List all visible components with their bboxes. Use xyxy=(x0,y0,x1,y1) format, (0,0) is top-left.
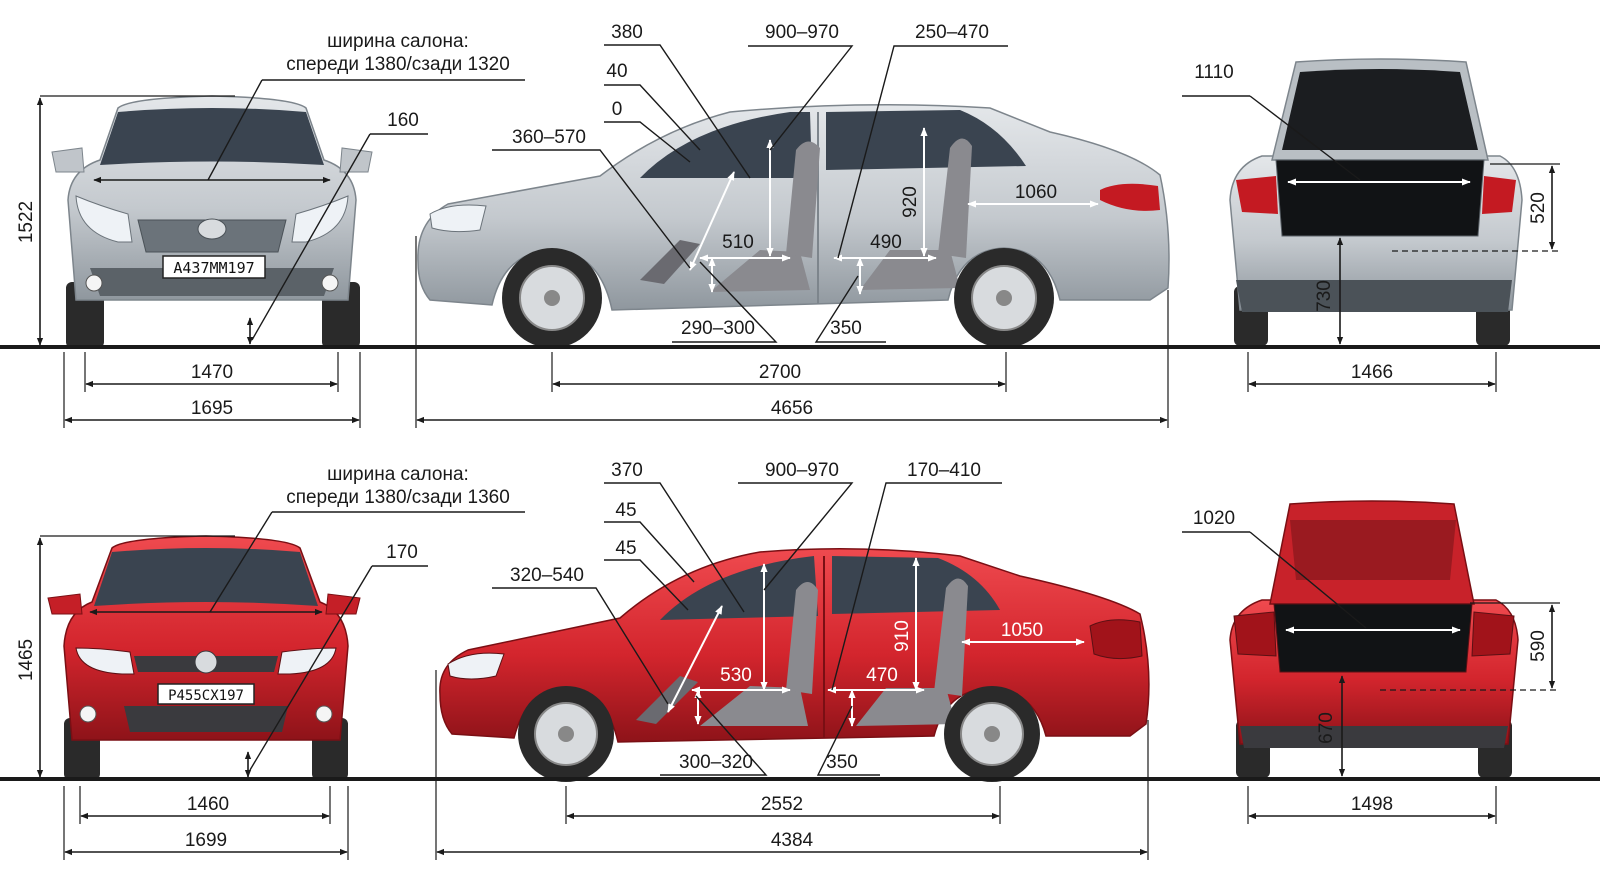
vw-front-seat-cushion xyxy=(700,686,808,726)
vw-sill-label: 670 xyxy=(1316,712,1337,744)
nissan-front-seat-floor-label: 290–300 xyxy=(681,318,755,339)
nissan-rear-seat-back xyxy=(938,138,972,258)
nissan-wheelbase-label: 2700 xyxy=(759,362,801,383)
vw-rear-seat-back xyxy=(934,578,968,696)
vw-right-taillight xyxy=(1471,611,1515,657)
nissan-boot-length-label: 1060 xyxy=(1015,182,1057,203)
vw-trunk-opening xyxy=(1273,603,1473,673)
nissan-width-label: 1695 xyxy=(191,398,233,419)
vw-rear-legroom-label: 170–410 xyxy=(907,460,981,481)
nissan-left-mirror xyxy=(51,147,85,173)
nissan-rear-seat-height-label: 920 xyxy=(900,186,921,218)
vw-logo xyxy=(194,650,218,674)
vw-boot-width-label: 1020 xyxy=(1193,508,1235,529)
nissan-front-track-label: 1470 xyxy=(191,362,233,383)
vw-height-label: 1465 xyxy=(16,639,37,681)
nissan-front-seat-back xyxy=(786,141,820,258)
vw-rear-seat-floor-label: 350 xyxy=(826,752,858,773)
vw-width-label: 1699 xyxy=(185,830,227,851)
nissan-plate xyxy=(162,255,266,279)
nissan-front-seat-height-label: 900–970 xyxy=(765,22,839,43)
vw-front-seat-height-label: 900–970 xyxy=(765,460,839,481)
vw-boot-length-label: 1050 xyxy=(1001,620,1043,641)
nissan-logo xyxy=(197,218,227,240)
nissan-front-windshield xyxy=(100,108,324,165)
vw-front-windshield xyxy=(94,548,318,606)
nissan-angle-a-label: 40 xyxy=(606,61,627,82)
vw-clearance-label: 170 xyxy=(386,542,418,563)
nissan-front-view: А437ММ197 1522 ширина салона: спереди 13… xyxy=(16,31,525,428)
nissan-rear-cushion-label: 490 xyxy=(870,232,902,253)
vw-front-seat-floor-label: 300–320 xyxy=(679,752,753,773)
nissan-left-foglight xyxy=(85,274,103,292)
vw-side-headlight xyxy=(447,652,505,680)
nissan-angle-b-label: 0 xyxy=(612,99,623,120)
vw-rear-cushion-label: 470 xyxy=(866,665,898,686)
nissan-left-headlight xyxy=(75,195,133,243)
vw-section: Р455СХ197 1465 ширина салона: спереди 13… xyxy=(0,460,1600,860)
nissan-side-view: 510 490 920 1060 380 40 0 360–570 900–97… xyxy=(415,22,1170,428)
vw-cabin-width-values: спереди 1380/сзади 1360 xyxy=(286,487,510,508)
nissan-side-taillight xyxy=(1100,183,1160,211)
nissan-rear-track-label: 1466 xyxy=(1351,362,1393,383)
nissan-rear-legroom-label: 250–470 xyxy=(915,22,989,43)
vw-right-headlight xyxy=(277,647,337,675)
vw-wheelbase-label: 2552 xyxy=(761,794,803,815)
vw-left-taillight xyxy=(1233,611,1277,657)
nissan-trunk-opening xyxy=(1275,159,1485,237)
vw-left-headlight xyxy=(75,647,135,675)
nissan-cabin-width-values: спереди 1380/сзади 1320 xyxy=(286,54,510,75)
vw-side-taillight xyxy=(1089,619,1143,660)
nissan-clearance-label: 160 xyxy=(387,110,419,131)
nissan-lower-intake xyxy=(90,268,334,296)
nissan-boot-width-label: 1110 xyxy=(1194,62,1233,83)
vw-length-label: 4384 xyxy=(771,830,814,851)
vw-front-track-label: 1460 xyxy=(187,794,229,815)
vw-rear-track-label: 1498 xyxy=(1351,794,1393,815)
nissan-rear-view: 730 1110 520 1466 xyxy=(1182,58,1560,392)
vw-left-mirror xyxy=(47,593,83,615)
vw-rear-view: 670 1020 590 1498 xyxy=(1182,500,1560,824)
vw-plate xyxy=(157,683,255,705)
nissan-rear-seat-floor-label: 350 xyxy=(830,318,862,339)
vw-rear-seat-cushion xyxy=(856,688,956,726)
nissan-plate-text: А437ММ197 xyxy=(173,259,254,277)
nissan-right-taillight xyxy=(1482,176,1516,214)
nissan-cabin-width-title: ширина салона: xyxy=(327,31,469,52)
vw-front-seat-back xyxy=(786,582,818,694)
vw-side-view: 530 470 910 1050 370 45 45 320–540 900–9… xyxy=(435,460,1150,860)
vw-front-view: Р455СХ197 1465 ширина салона: спереди 13… xyxy=(16,464,525,860)
vw-front-cushion-label: 530 xyxy=(720,665,752,686)
vw-rear-seat-height-label: 910 xyxy=(892,620,913,652)
vw-plate-text: Р455СХ197 xyxy=(168,688,244,704)
vw-angle-b-label: 45 xyxy=(615,538,636,559)
nissan-front-cushion-label: 510 xyxy=(722,232,754,253)
nissan-left-taillight xyxy=(1236,176,1278,214)
nissan-right-foglight xyxy=(321,274,339,292)
nissan-headroom-label: 380 xyxy=(611,22,643,43)
nissan-length-label: 4656 xyxy=(771,398,813,419)
nissan-right-mirror xyxy=(339,147,373,173)
vw-cabin-width-title: ширина салона: xyxy=(327,464,469,485)
vw-angle-a-label: 45 xyxy=(615,500,636,521)
vw-headroom-label: 370 xyxy=(611,460,643,481)
vw-pedal-distance-label: 320–540 xyxy=(510,565,584,586)
nissan-pedal-distance-label: 360–570 xyxy=(512,127,586,148)
nissan-side-headlight xyxy=(429,204,487,233)
vw-right-mirror xyxy=(325,593,361,615)
nissan-sill-label: 730 xyxy=(1314,280,1335,312)
vw-lower-intake xyxy=(124,706,288,732)
nissan-height-label: 1522 xyxy=(16,201,37,243)
vw-boot-height-label: 590 xyxy=(1528,630,1549,662)
nissan-boot-height-label: 520 xyxy=(1528,192,1549,224)
nissan-section: А437ММ197 1522 ширина салона: спереди 13… xyxy=(0,22,1600,428)
